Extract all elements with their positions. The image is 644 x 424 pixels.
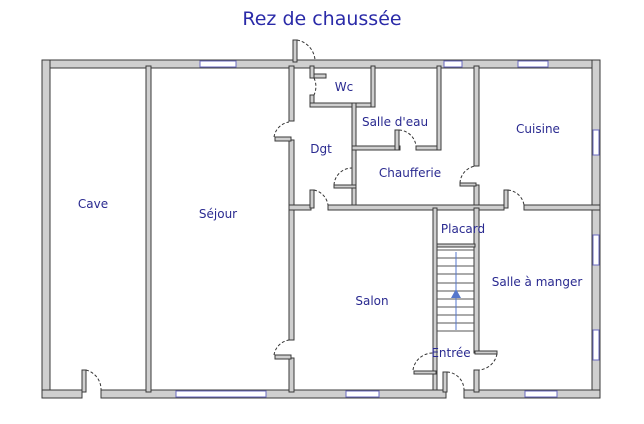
label-salon: Salon bbox=[355, 294, 388, 308]
wall-door-stub-2 bbox=[274, 354, 292, 360]
wall-bottom-2 bbox=[100, 389, 447, 399]
window-cuisine-side bbox=[592, 129, 600, 156]
label-cuisine: Cuisine bbox=[516, 122, 560, 136]
wall-entree-stub bbox=[474, 350, 498, 355]
wall-cave-sejour bbox=[145, 65, 152, 393]
label-salle-deau: Salle d'eau bbox=[362, 115, 428, 129]
wall-cuisine-door-stub bbox=[503, 189, 509, 209]
label-wc: Wc bbox=[335, 80, 353, 94]
window-sam-bottom bbox=[524, 390, 558, 398]
label-dgt: Dgt bbox=[310, 142, 332, 156]
wall-bottom-1 bbox=[41, 389, 83, 399]
wall-sde-bottom-1 bbox=[351, 145, 401, 151]
window-cuisine bbox=[517, 60, 549, 68]
wall-wc-bottom bbox=[309, 102, 376, 108]
door-chauf-cuisine bbox=[459, 165, 477, 184]
floor-title: Rez de chaussée bbox=[242, 8, 402, 30]
wall-chauf-stub bbox=[459, 182, 477, 187]
door-salon-entree bbox=[412, 352, 434, 371]
wall-cave-door-stub bbox=[81, 369, 87, 393]
window-salon bbox=[345, 390, 380, 398]
interior-walls bbox=[81, 39, 601, 393]
label-cave: Cave bbox=[78, 197, 108, 211]
wall-entree-door-stub bbox=[442, 371, 448, 393]
window-sejour-bottom bbox=[175, 390, 267, 398]
window-sejour bbox=[199, 60, 237, 68]
wall-sejour-dgt-1 bbox=[288, 65, 295, 122]
door-chaufferie bbox=[333, 167, 353, 186]
door-dgt-salon bbox=[313, 189, 329, 206]
wall-sejour-salon-3 bbox=[288, 357, 295, 393]
wall-wc-left-top bbox=[309, 65, 315, 79]
label-entree: Entrée bbox=[431, 346, 470, 360]
door-top bbox=[296, 39, 316, 61]
wall-mid-1 bbox=[288, 204, 312, 211]
window-top-mid bbox=[443, 60, 463, 68]
label-chaufferie: Chaufferie bbox=[379, 166, 441, 180]
door-cave bbox=[85, 369, 102, 391]
room-labels: Cave Séjour Wc Salle d'eau Dgt Chaufferi… bbox=[78, 80, 582, 360]
wall-mid-3 bbox=[523, 204, 601, 211]
wall-left bbox=[41, 59, 51, 399]
wall-sde-left bbox=[351, 102, 357, 209]
label-placard: Placard bbox=[441, 222, 485, 236]
door-sejour-salon bbox=[273, 339, 290, 356]
door-entree-sam bbox=[478, 353, 498, 371]
wall-wc-right bbox=[370, 65, 376, 108]
wall-cuisine-left-1 bbox=[473, 65, 480, 167]
door-entree-front bbox=[446, 371, 465, 391]
wall-placard-bottom bbox=[436, 243, 476, 248]
stair-arrow-icon bbox=[451, 289, 461, 298]
wall-stair-left bbox=[432, 207, 438, 391]
wall-chauf-stub-left bbox=[333, 184, 357, 189]
window-sam-2 bbox=[592, 329, 600, 361]
door-sde bbox=[398, 129, 417, 147]
label-salle-a-manger: Salle à manger bbox=[492, 275, 583, 289]
wall-dgt-door-stub bbox=[309, 189, 315, 209]
label-sejour: Séjour bbox=[199, 207, 237, 221]
wall-door-stub-1 bbox=[274, 136, 292, 142]
outer-walls bbox=[41, 59, 601, 399]
staircase[interactable] bbox=[437, 249, 474, 332]
wall-sde-right bbox=[436, 65, 442, 151]
wall-sejour-dgt-2 bbox=[288, 139, 295, 341]
wall-entry-top-stub bbox=[292, 39, 298, 63]
wall-salon-entree-stub bbox=[413, 370, 437, 375]
door-cuisine-sam bbox=[507, 189, 525, 206]
door-sejour-dgt bbox=[273, 121, 290, 138]
windows bbox=[175, 60, 600, 398]
doors bbox=[85, 39, 525, 391]
wall-stair-right-2 bbox=[473, 369, 480, 393]
wall-top bbox=[41, 59, 601, 69]
wall-sde-door-stub bbox=[394, 129, 400, 151]
door-wc bbox=[313, 77, 317, 96]
window-sam-1 bbox=[592, 234, 600, 266]
